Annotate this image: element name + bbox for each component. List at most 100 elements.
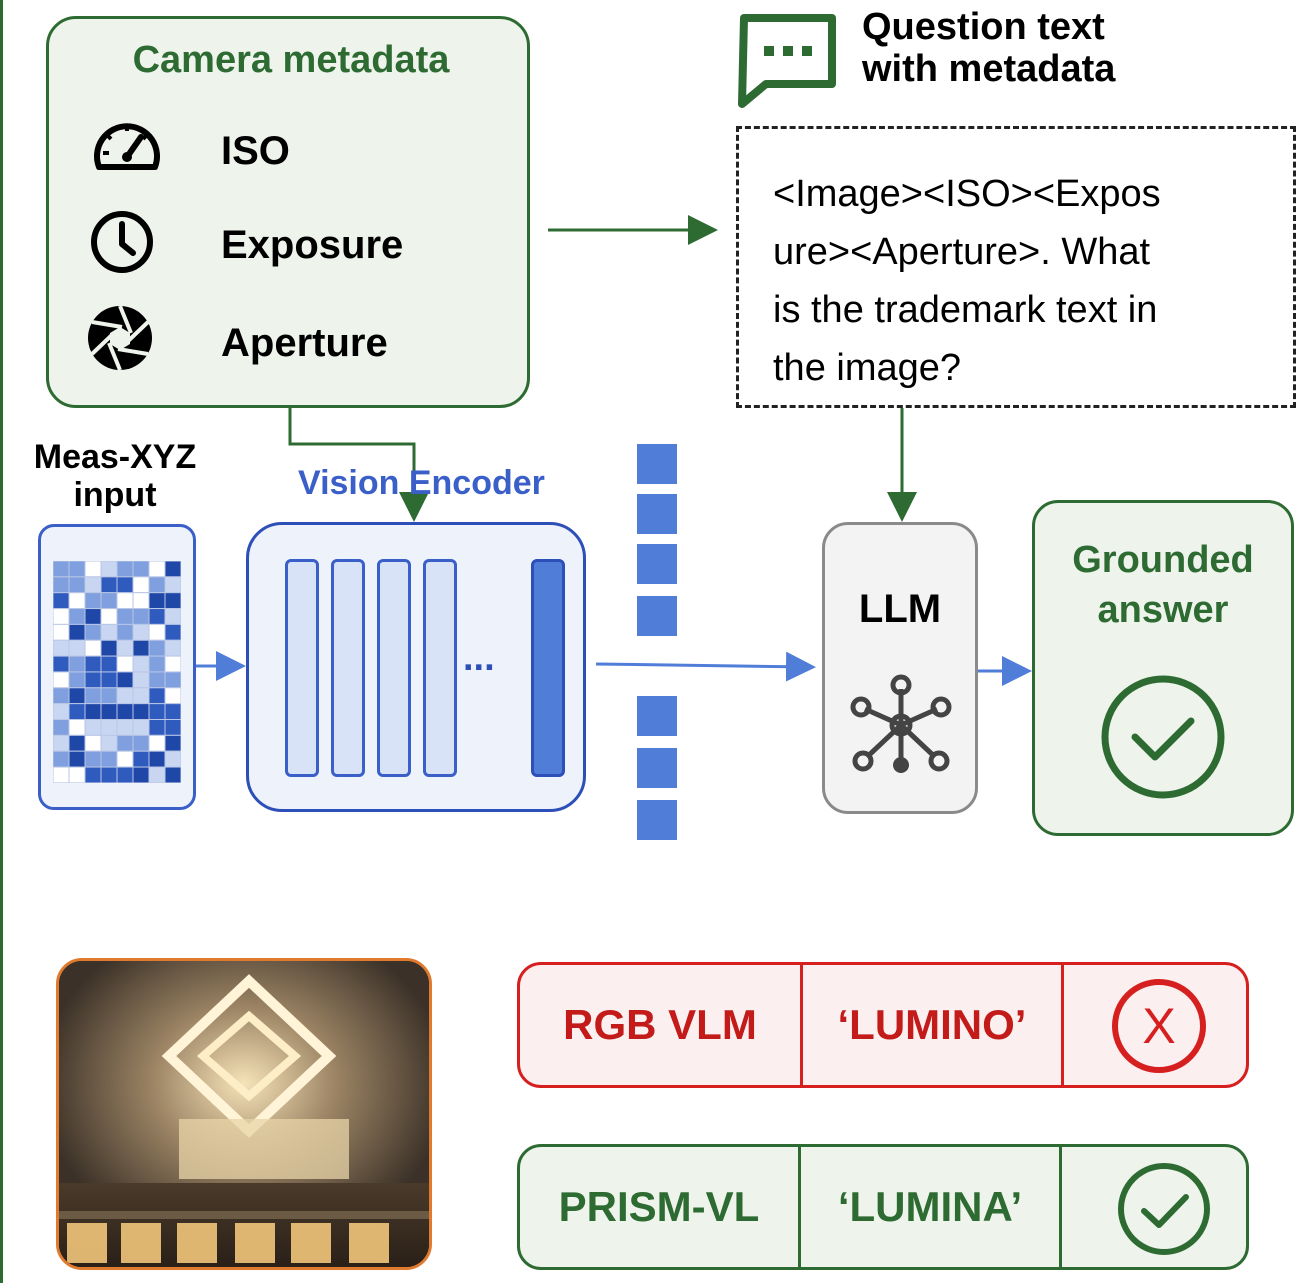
grid-cell — [148, 719, 166, 736]
grid-cell — [84, 561, 102, 578]
grid-cell — [164, 561, 181, 578]
meas-xyz-input-panel — [38, 524, 196, 810]
grid-cell — [100, 703, 118, 720]
grid-cell — [68, 687, 86, 705]
grid-cell — [164, 734, 181, 752]
grid-cell — [116, 623, 134, 641]
grid-cell — [53, 687, 70, 705]
grid-cell — [100, 561, 118, 578]
grid-cell — [148, 703, 166, 720]
grid-cell — [148, 687, 166, 705]
grid-cell — [164, 703, 181, 720]
grid-cell — [68, 750, 86, 768]
visual-token — [637, 800, 677, 840]
grid-cell — [100, 719, 118, 736]
grid-cell — [164, 687, 181, 705]
visual-token — [637, 696, 677, 736]
model-name: RGB VLM — [563, 1001, 757, 1048]
grid-cell — [148, 750, 166, 768]
exposure-label: Exposure — [221, 223, 404, 267]
grid-cell — [53, 623, 70, 641]
gauge-icon — [94, 123, 160, 170]
visual-token — [637, 544, 677, 584]
encoder-ellipsis: ... — [463, 637, 495, 679]
aperture-icon — [88, 305, 152, 371]
grid-cell — [68, 623, 86, 641]
meas-xyz-label: Meas-XYZ input — [33, 438, 197, 514]
grid-cell — [100, 671, 118, 689]
llm-label: LLM — [858, 587, 942, 631]
grid-cell — [84, 734, 102, 752]
prism-vl-result-row: PRISM-VL ‘LUMINA’ — [517, 1144, 1249, 1270]
grid-cell — [84, 671, 102, 689]
grid-cell — [148, 734, 166, 752]
grid-cell — [132, 687, 150, 705]
grid-cell — [116, 719, 134, 736]
row-divider — [800, 965, 803, 1085]
grid-cell — [132, 750, 150, 768]
grid-cell — [116, 576, 134, 594]
grid-cell — [148, 561, 166, 578]
grid-cell — [53, 561, 70, 578]
meas-xyz-grid-image — [53, 561, 181, 783]
grid-cell — [68, 703, 86, 720]
encoder-output-layer — [531, 559, 565, 777]
correct-check-circle-icon — [1118, 1163, 1210, 1255]
wrong-x-circle-icon: X — [1112, 979, 1206, 1073]
question-title: Question text with metadata — [862, 6, 1116, 90]
grid-cell — [53, 576, 70, 594]
grid-cell — [116, 734, 134, 752]
speech-bubble-icon — [738, 14, 836, 108]
arrow-metadata-to-encoder — [288, 408, 429, 522]
wrong-mark: X — [1142, 998, 1175, 1054]
grid-cell — [53, 766, 70, 783]
row-divider — [1059, 1147, 1062, 1267]
llm-panel: LLM — [822, 522, 978, 814]
grid-cell — [116, 703, 134, 720]
grid-cell — [132, 576, 150, 594]
grounded-answer-label: Grounded answer — [1072, 539, 1254, 631]
grid-cell — [164, 576, 181, 594]
grid-cell — [132, 734, 150, 752]
vision-encoder-label: Vision Encoder — [298, 464, 545, 502]
visual-token — [637, 494, 677, 534]
grid-cell — [116, 592, 134, 610]
grid-cell — [116, 766, 134, 783]
grid-cell — [68, 608, 86, 625]
grid-cell — [84, 623, 102, 641]
grid-cell — [68, 576, 86, 594]
model-answer: ‘LUMINA’ — [837, 1183, 1023, 1230]
connector-arrows — [196, 215, 1032, 686]
grid-cell — [132, 561, 150, 578]
grid-cell — [53, 703, 70, 720]
grid-cell — [100, 592, 118, 610]
grid-cell — [100, 750, 118, 768]
network-icon — [850, 674, 952, 773]
grid-cell — [132, 719, 150, 736]
grid-cell — [164, 623, 181, 641]
grid-cell — [100, 623, 118, 641]
grid-cell — [164, 655, 181, 673]
camera-metadata-panel: Camera metadata ISO Exposure Aperture — [46, 16, 530, 408]
grid-cell — [148, 671, 166, 689]
grid-cell — [164, 592, 181, 610]
grid-cell — [84, 719, 102, 736]
grid-cell — [68, 671, 86, 689]
arrow-encoder-to-llm — [595, 651, 816, 682]
grid-cell — [68, 561, 86, 578]
encoder-layer — [331, 559, 365, 777]
grid-cell — [84, 687, 102, 705]
visual-token — [637, 596, 677, 636]
grid-cell — [116, 655, 134, 673]
grid-cell — [68, 766, 86, 783]
question-text-box: <Image><ISO><Expos ure><Aperture>. What … — [736, 126, 1296, 408]
grid-cell — [148, 623, 166, 641]
grid-cell — [116, 561, 134, 578]
grid-cell — [68, 639, 86, 657]
grid-cell — [116, 608, 134, 625]
grid-cell — [148, 576, 166, 594]
aperture-label: Aperture — [221, 321, 388, 365]
grid-cell — [164, 671, 181, 689]
grid-cell — [100, 608, 118, 625]
grid-cell — [53, 608, 70, 625]
